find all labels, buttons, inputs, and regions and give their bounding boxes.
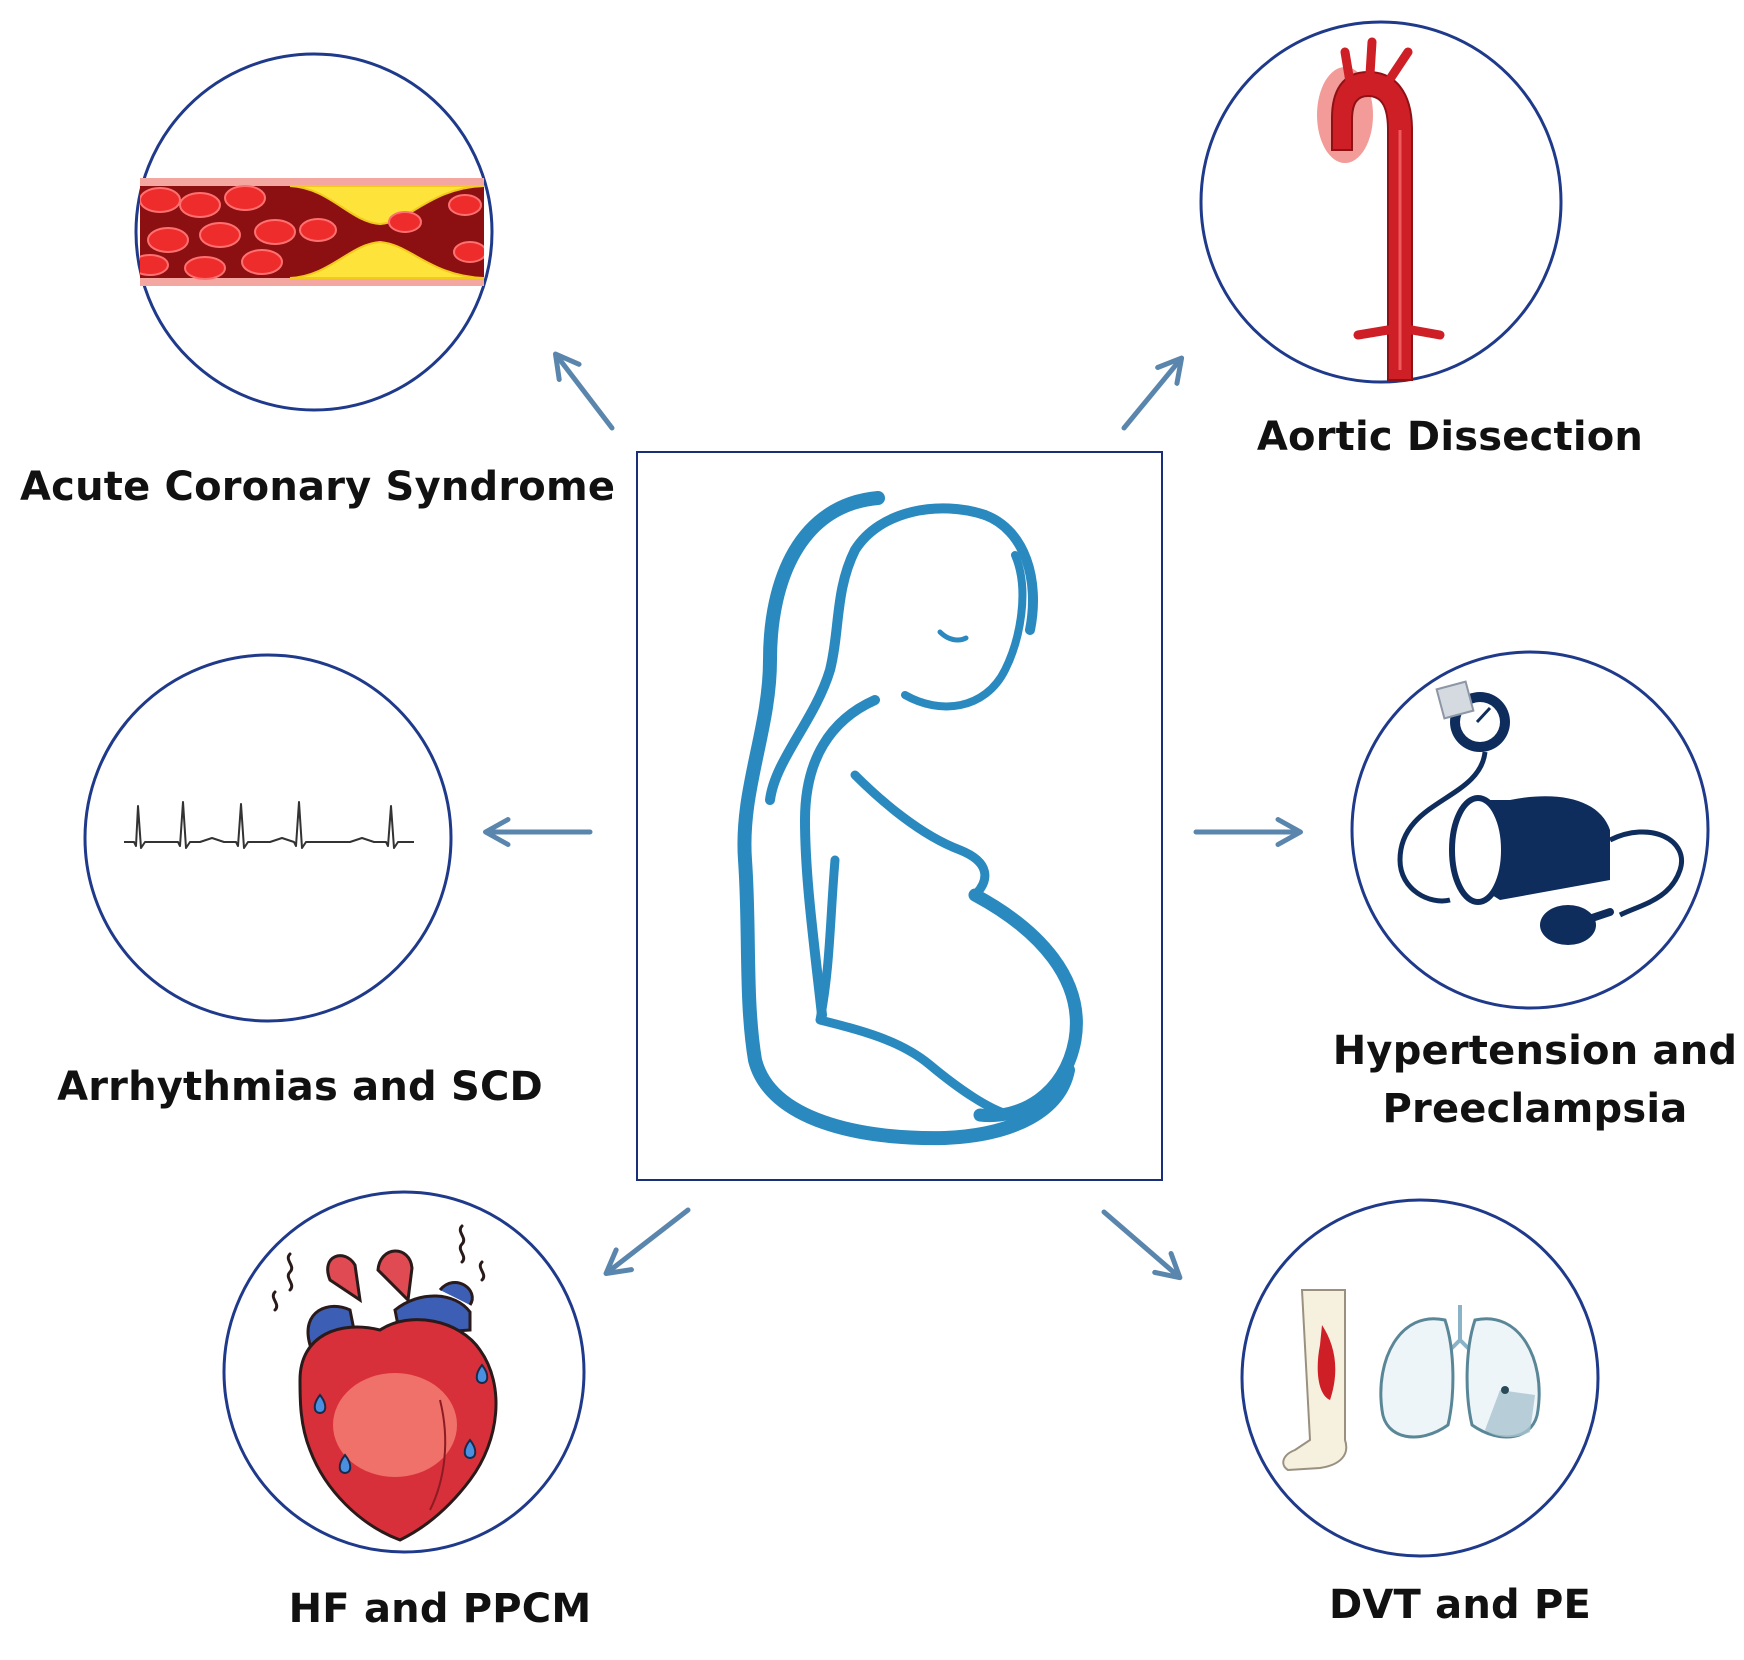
sphygmomanometer-icon — [1397, 680, 1684, 945]
arrow-to-acs — [552, 351, 615, 431]
hypertension-label-line1: Hypertension and — [1332, 1028, 1738, 1074]
arrhythmia-label: Arrhythmias and SCD — [57, 1064, 543, 1110]
arrow-to-dvt — [1101, 1209, 1183, 1281]
hypertension-label-line2: Preeclampsia — [1382, 1086, 1688, 1132]
arrow-to-aortic — [1121, 355, 1185, 431]
ecg-strip-icon — [124, 801, 414, 849]
arrhythmia-circle — [83, 653, 453, 1023]
arrow-to-hf — [603, 1207, 691, 1277]
pregnant-woman-silhouette-icon — [737, 491, 1083, 1146]
hypertension-label: Hypertension and Preeclampsia — [1330, 1022, 1740, 1138]
aortic-circle — [1199, 20, 1563, 384]
acs-label: Acute Coronary Syndrome — [20, 464, 616, 510]
dvt-pe-label: DVT and PE — [1328, 1582, 1592, 1628]
artery-plaque-icon — [140, 178, 484, 286]
heart-icon — [271, 1224, 498, 1542]
hf-ppcm-label: HF and PPCM — [288, 1586, 592, 1632]
aortic-dissection-label: Aortic Dissection — [1256, 414, 1644, 460]
arrows — [483, 351, 1303, 1281]
aorta-icon — [1317, 37, 1445, 381]
leg-and-lungs-icon — [1282, 1289, 1541, 1472]
